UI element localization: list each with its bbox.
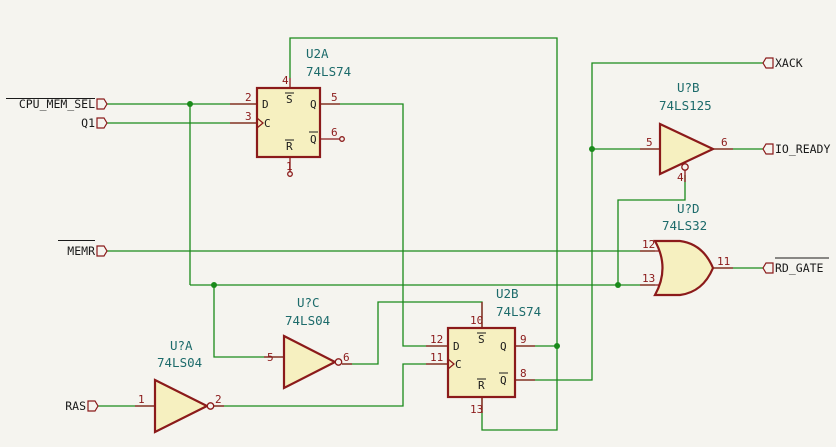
net-label-cpu-mem-sel: CPU_MEM_SEL: [19, 97, 95, 111]
u2a-pin-s-num: 4: [282, 74, 289, 87]
u2b-pin-c-num: 11: [430, 351, 443, 364]
u-d-pin-a-num: 12: [642, 238, 655, 251]
u-a-ref: U?A: [170, 338, 193, 353]
net-label-io-ready: IO_READY: [775, 142, 830, 156]
junctions: [187, 101, 621, 349]
u2a-pin-c-num: 3: [245, 110, 252, 123]
net-label-q1: Q1: [81, 116, 95, 130]
u2a-value: 74LS74: [306, 64, 351, 79]
net-label-xack: XACK: [775, 56, 803, 70]
u2a-pin-q-num: 5: [331, 91, 338, 104]
u-c-ref: U?C: [297, 295, 320, 310]
u2b-pin-qn-name: Q: [500, 374, 507, 387]
u2a-pin-s-name: S: [286, 93, 293, 106]
u-a-value: 74LS04: [157, 355, 202, 370]
wire-u2b-qn: [515, 62, 766, 381]
u-c-value: 74LS04: [285, 313, 330, 328]
or-gate-u-d: U?D 74LS32 12 13 11: [640, 201, 733, 297]
net-port-rd-gate: RD_GATE: [762, 257, 829, 275]
u-a-pin-in-num: 1: [138, 393, 145, 406]
net-label-memr: MEMR: [67, 244, 95, 258]
u2b-pin-qn-num: 8: [520, 367, 527, 380]
net-label-rd-gate: RD_GATE: [775, 261, 824, 275]
u-d-pin-out-num: 11: [717, 255, 730, 268]
junction-dot: [615, 282, 621, 288]
junction-dot: [187, 101, 193, 107]
buffer-u-b: U?B 74LS125 5 6 4: [640, 80, 733, 184]
u2a-pin-r-num: 1: [286, 160, 293, 173]
wires: [95, 37, 766, 431]
u2b-pin-q-name: Q: [500, 340, 507, 353]
u2b-pin-d-name: D: [453, 340, 460, 353]
u2b-pin-s-name: S: [478, 333, 485, 346]
u2b-pin-r-name: R: [478, 379, 485, 392]
u-b-ref: U?B: [677, 80, 700, 95]
u2b-value: 74LS74: [496, 304, 541, 319]
u2a-pin-qn-num: 6: [331, 126, 338, 139]
u-b-pin-en-num: 4: [677, 171, 684, 184]
u-d-value: 74LS32: [662, 218, 707, 233]
flipflop-u2a: U2A 74LS74 2 3 4 5 6 1 D C S Q Q R: [230, 46, 351, 177]
wire-buffer-enable: [617, 175, 686, 285]
u-c-pin-out-num: 6: [343, 351, 350, 364]
wire-u2a-q-to-u2b-d: [320, 103, 448, 347]
u-a-pin-out-num: 2: [215, 393, 222, 406]
inverter-u-a: U?A 74LS04 1 2: [135, 338, 224, 434]
u2a-pin-c-name: C: [264, 117, 271, 130]
flipflop-u2b: U2B 74LS74 12 11 10 9 8 13 D C S Q Q R: [426, 286, 541, 416]
net-port-memr: MEMR: [58, 240, 108, 258]
wire-inv-c-in: [213, 285, 284, 358]
inverter-u-c: U?C 74LS04 5 6: [264, 295, 352, 390]
u2a-ref: U2A: [306, 46, 329, 61]
u2b-pin-s-num: 10: [470, 314, 483, 327]
u-c-pin-in-num: 5: [267, 351, 274, 364]
net-port-cpu-mem-sel: CPU_MEM_SEL: [6, 97, 108, 111]
u2b-pin-q-num: 9: [520, 333, 527, 346]
u-b-pin-in-num: 5: [646, 136, 653, 149]
u2a-pin-d-name: D: [262, 98, 269, 111]
wire-u2a-set-loop: [289, 37, 558, 431]
net-port-q1: Q1: [81, 116, 108, 130]
u-d-pin-b-num: 13: [642, 272, 655, 285]
net-port-xack: XACK: [762, 56, 803, 70]
u2a-pin-r-name: R: [286, 140, 293, 153]
u2b-ref: U2B: [496, 286, 519, 301]
u2a-pin-qn-name: Q: [310, 133, 317, 146]
u2a-pin-q-name: Q: [310, 98, 317, 111]
junction-dot: [554, 343, 560, 349]
wire-inv-a-out: [214, 363, 448, 407]
junction-dot: [211, 282, 217, 288]
u-b-pin-out-num: 6: [721, 136, 728, 149]
net-label-ras: RAS: [65, 399, 86, 413]
u2b-pin-d-num: 12: [430, 333, 443, 346]
u-b-value: 74LS125: [659, 98, 712, 113]
junction-dot: [589, 146, 595, 152]
u2b-pin-c-name: C: [455, 358, 462, 371]
net-port-io-ready: IO_READY: [762, 142, 830, 156]
net-port-ras: RAS: [65, 399, 99, 413]
u-d-ref: U?D: [677, 201, 700, 216]
u2a-pin-d-num: 2: [245, 91, 252, 104]
u2b-pin-r-num: 13: [470, 403, 483, 416]
